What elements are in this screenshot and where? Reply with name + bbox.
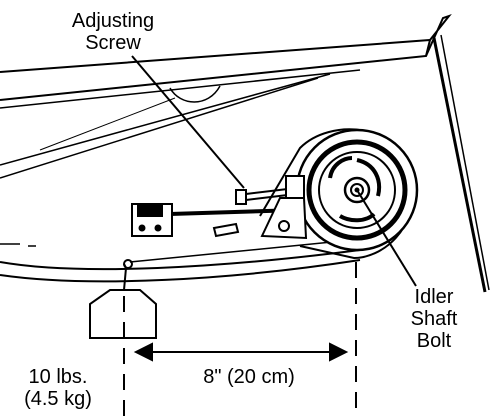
- upper-frame: [0, 13, 490, 293]
- weight-label: 10 lbs. (4.5 kg): [0, 366, 116, 410]
- idler-shaft-bolt-label: Idler Shaft Bolt: [384, 286, 484, 352]
- fixture-box: [131, 203, 240, 238]
- leader-lines: [131, 55, 417, 287]
- dimension-label: 8" (20 cm): [203, 366, 295, 388]
- weight: [89, 259, 157, 339]
- weight-label-line-2: (4.5 kg): [24, 388, 92, 410]
- idler-label-line-3: Bolt: [416, 330, 452, 352]
- adjusting-screw: [235, 175, 308, 240]
- adjusting-screw-label: Adjusting Screw: [28, 10, 198, 54]
- dimension-lines: [123, 262, 357, 417]
- base-plate: [0, 239, 361, 283]
- adjusting-screw-label-line-2: Screw: [85, 32, 141, 54]
- idler-label-line-2: Shaft: [410, 308, 458, 330]
- weight-label-line-1: 10 lbs.: [28, 366, 88, 388]
- adjusting-screw-label-line-1: Adjusting: [71, 10, 155, 32]
- idler-label-line-1: Idler: [414, 286, 454, 308]
